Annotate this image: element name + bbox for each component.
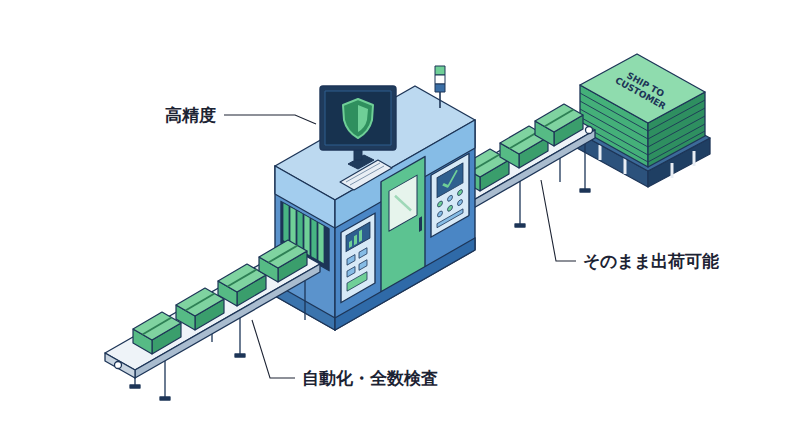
pallet-gap xyxy=(693,151,696,166)
pallet-gap xyxy=(671,163,674,178)
leg-foot xyxy=(580,189,590,192)
leg-foot xyxy=(515,224,525,227)
conveyor-leg xyxy=(304,281,305,320)
leader-lines xyxy=(224,115,576,378)
door-window xyxy=(389,175,417,231)
leg-foot xyxy=(160,397,170,400)
tower-pole xyxy=(439,92,441,108)
screen-bar xyxy=(359,230,362,243)
control-panel xyxy=(341,213,375,302)
belt-end xyxy=(105,353,135,378)
layer-line xyxy=(580,124,705,162)
panel-key xyxy=(359,260,367,271)
panel-button xyxy=(438,210,443,218)
window-glare xyxy=(395,187,411,220)
panel-key xyxy=(347,267,355,278)
screen-bar xyxy=(354,234,357,245)
leg-foot xyxy=(235,354,245,357)
status-screen xyxy=(437,163,463,198)
panel-key xyxy=(347,255,355,266)
panel-button xyxy=(438,200,443,208)
panel-screen xyxy=(346,222,370,252)
stack-top xyxy=(580,54,705,123)
conveyor-leg xyxy=(519,181,520,225)
shield-highlight xyxy=(358,105,368,132)
panel-gauge xyxy=(347,272,367,291)
parcel-box xyxy=(176,288,224,330)
pallet-gap xyxy=(599,145,602,160)
pallet-gap xyxy=(624,158,627,174)
monitor-screen xyxy=(325,91,391,145)
panel-slot xyxy=(437,209,463,228)
callout-label: 高精度 xyxy=(165,104,216,126)
front-base xyxy=(335,238,475,330)
parcel-box xyxy=(259,240,307,282)
keyboard xyxy=(340,160,392,190)
panel-button xyxy=(448,194,453,202)
screen-bar xyxy=(349,240,352,248)
tower-light xyxy=(435,75,445,84)
monitor-frame xyxy=(320,86,396,150)
keyboard-keys xyxy=(346,163,380,182)
shield-icon xyxy=(343,99,373,138)
callout-label: そのまま出荷可能 xyxy=(583,250,719,272)
leg-foot xyxy=(130,385,140,388)
roller xyxy=(586,127,593,134)
stack-print: SHIP TO CUSTOMER xyxy=(611,65,675,113)
door-handle xyxy=(419,216,422,232)
tower-light xyxy=(435,84,445,92)
tower-light xyxy=(435,66,445,75)
curtain-strip xyxy=(318,222,324,263)
conveyor-leg xyxy=(164,361,165,398)
roller xyxy=(115,362,122,369)
signal-tower xyxy=(435,66,445,108)
curtain-strip xyxy=(283,203,289,244)
keyboard-keys xyxy=(350,166,384,185)
leader-line xyxy=(541,180,576,261)
status-panel xyxy=(431,153,469,237)
curtain-strip xyxy=(311,218,317,259)
parcel-box xyxy=(535,104,583,146)
panel-button xyxy=(448,204,453,212)
leader-line xyxy=(252,320,295,378)
check-mark xyxy=(443,170,457,189)
panel-button xyxy=(458,199,463,207)
parcel-box xyxy=(133,312,181,354)
panel-key xyxy=(359,248,367,259)
conveyor-leg xyxy=(584,144,585,190)
layer-line xyxy=(580,117,705,155)
conveyor-leg xyxy=(239,318,240,355)
monitor xyxy=(320,86,396,190)
inspection-machine xyxy=(275,66,475,330)
callout-label: 自動化・全数検査 xyxy=(302,367,438,389)
pallet-stack xyxy=(575,54,710,187)
leader-line xyxy=(224,115,316,124)
panel-button xyxy=(458,189,463,197)
machine-front-detail xyxy=(335,120,475,330)
